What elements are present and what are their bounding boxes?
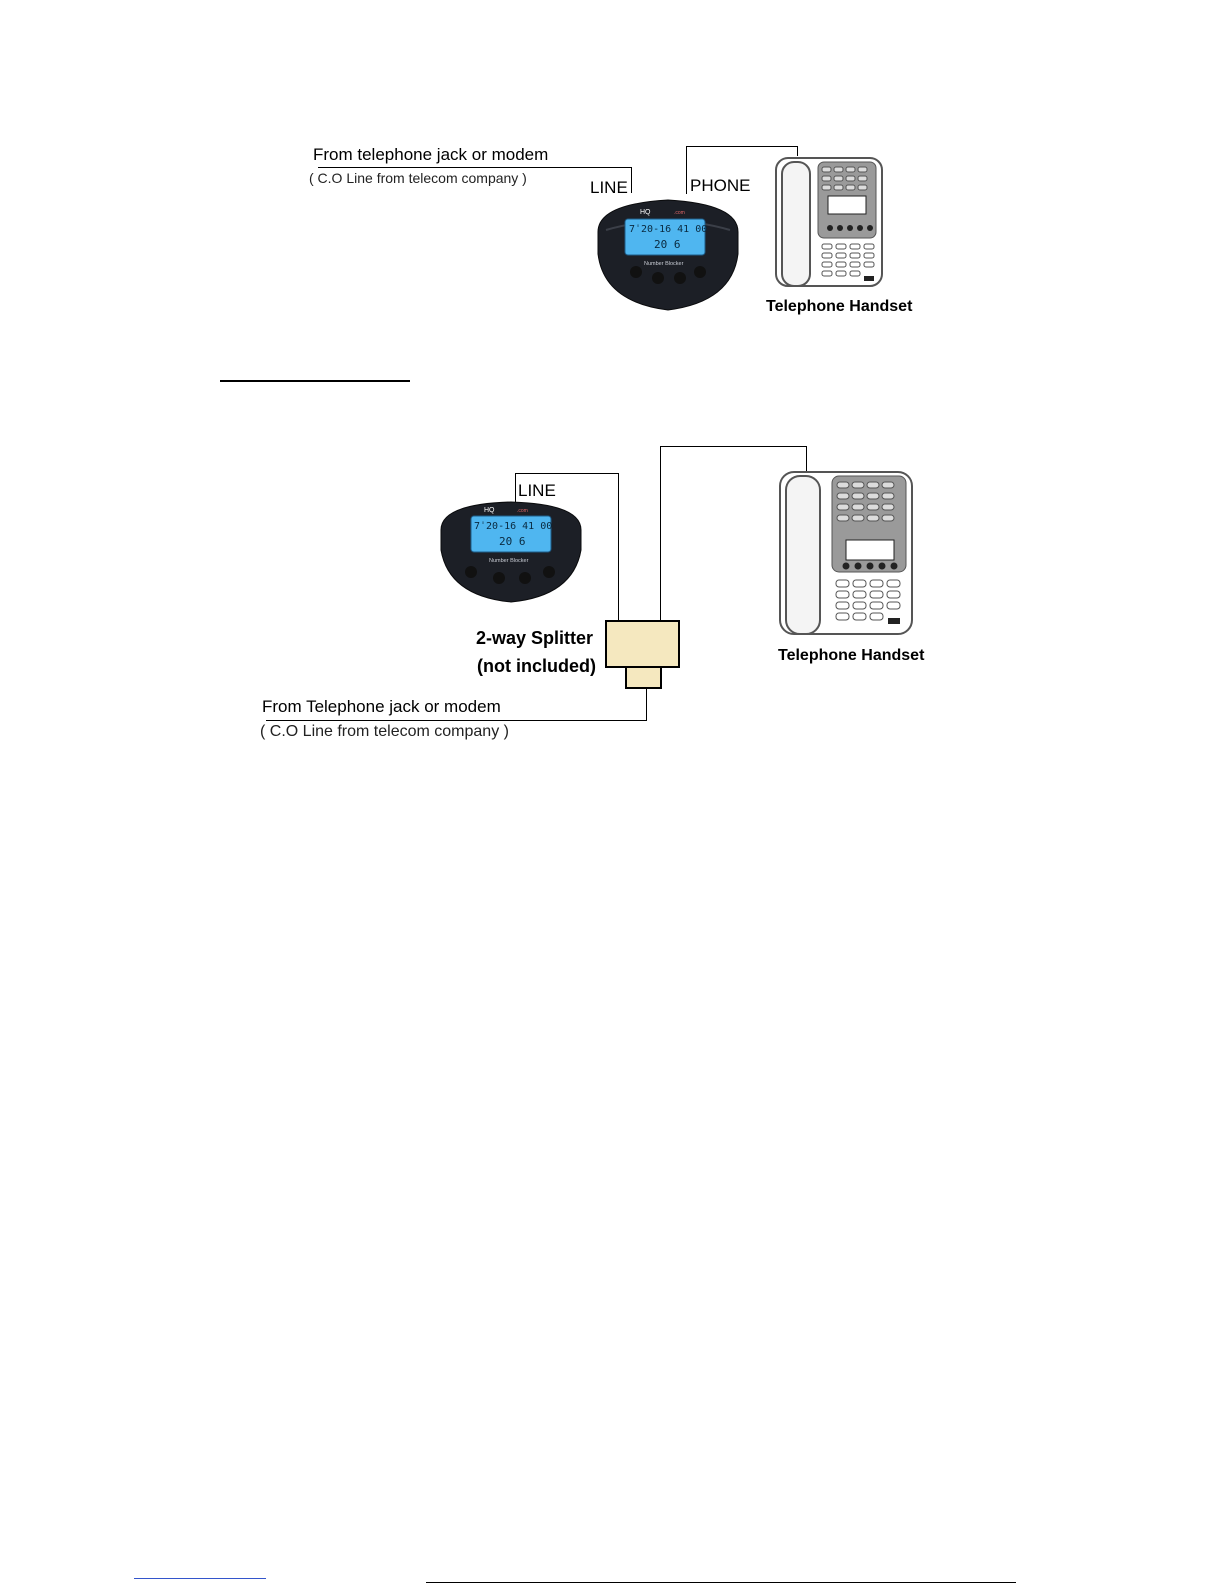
footer-link-underline (134, 1578, 266, 1579)
device-button (674, 272, 686, 284)
device-button (630, 266, 642, 278)
telephone-handset-icon (776, 468, 916, 638)
footer-rule (426, 1582, 1016, 1583)
device-button (543, 566, 555, 578)
device-lcd-bottom: 20 6 (654, 238, 681, 251)
phone-wire-down (660, 446, 661, 621)
device-brand: HQ (484, 507, 495, 514)
device-lcd-top: 7ˈ20-16 41 00 (474, 521, 552, 532)
splitter-label-line2: (not included) (477, 656, 596, 677)
phone-wire-top (686, 146, 798, 147)
source-wire (266, 720, 647, 721)
device-lcd-top: 7ˈ20-16 41 00 (629, 224, 707, 235)
device-brand-suffix: .com (674, 210, 685, 216)
phone-wire-up (686, 146, 687, 194)
device-button (493, 572, 505, 584)
line-wire (318, 167, 632, 168)
source-label: From telephone jack or modem (313, 145, 548, 165)
device-model: Number Blocker (644, 261, 684, 267)
device-lcd-bottom: 20 6 (499, 535, 526, 548)
source-sublabel: ( C.O Line from telecom company ) (309, 170, 527, 186)
source-sublabel: ( C.O Line from telecom company ) (260, 723, 509, 741)
phone-wire-top (660, 446, 807, 447)
device-button (519, 572, 531, 584)
splitter-label-line1: 2-way Splitter (476, 628, 593, 649)
device-button (694, 266, 706, 278)
splitter-icon (605, 620, 681, 690)
handset-label: Telephone Handset (766, 298, 912, 316)
number-blocker-device: HQ .com 7ˈ20-16 41 00 20 6 Number Blocke… (592, 192, 744, 320)
device-model: Number Blocker (489, 558, 529, 564)
device-button (465, 566, 477, 578)
telephone-handset-icon (770, 152, 888, 292)
line-wire-drop (631, 167, 632, 193)
source-wire-up (646, 688, 647, 721)
device-button (652, 272, 664, 284)
device-brand: HQ (640, 209, 651, 216)
device-brand-suffix: .com (517, 508, 528, 514)
line-wire-down (618, 473, 619, 621)
number-blocker-device: HQ .com 7ˈ20-16 41 00 20 6 Number Blocke… (437, 498, 585, 606)
handset-label: Telephone Handset (778, 647, 924, 665)
source-label: From Telephone jack or modem (262, 697, 501, 717)
section-heading-underline (220, 380, 410, 382)
line-wire-top (515, 473, 619, 474)
